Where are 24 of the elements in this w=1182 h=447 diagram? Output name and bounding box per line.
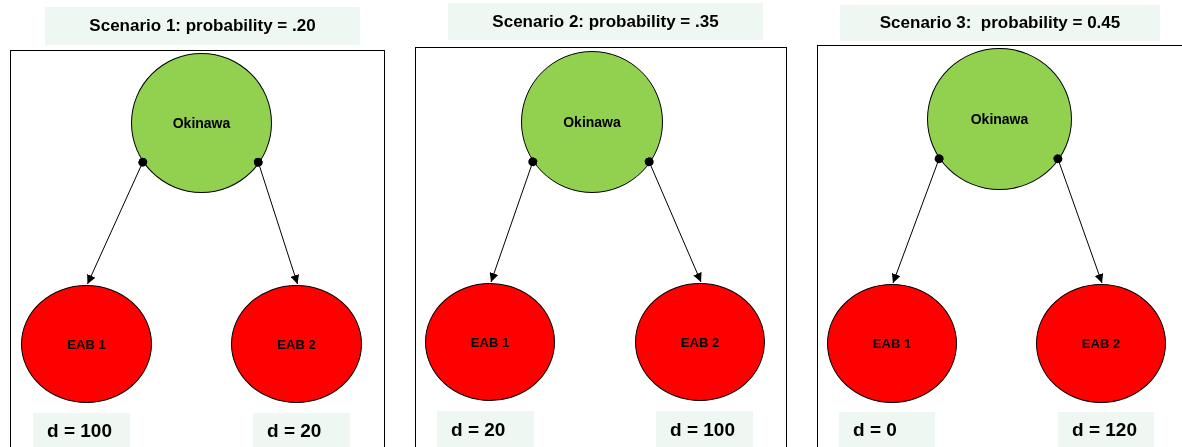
scenario-title: Scenario 2: probability = .35 (448, 3, 763, 40)
node-label: EAB 1 (470, 334, 510, 350)
node-label: EAB 1 (67, 336, 106, 352)
scenario-title: Scenario 1: probability = .20 (45, 7, 360, 45)
distance-label: d = 100 (33, 413, 130, 447)
distance-label: d = 20 (253, 413, 350, 447)
node-label: EAB 2 (680, 334, 720, 350)
distance-label: d = 0 (839, 412, 935, 447)
arrow (253, 157, 299, 285)
node-label: EAB 2 (277, 336, 316, 352)
node-label: Okinawa (172, 115, 231, 131)
arrow (489, 157, 538, 283)
distance-label: d = 120 (1058, 412, 1154, 447)
arrow (644, 157, 702, 283)
node-label: EAB 1 (872, 336, 912, 351)
node-label: EAB 2 (1081, 336, 1121, 351)
distance-label: d = 20 (437, 411, 534, 447)
arrow (87, 157, 148, 285)
arrow (891, 154, 944, 284)
arrow (1053, 154, 1104, 284)
distance-label: d = 100 (656, 411, 753, 447)
scenario-title: Scenario 3: probability = 0.45 (840, 5, 1160, 41)
node-label: Okinawa (563, 114, 621, 130)
node-label: Okinawa (970, 111, 1029, 127)
